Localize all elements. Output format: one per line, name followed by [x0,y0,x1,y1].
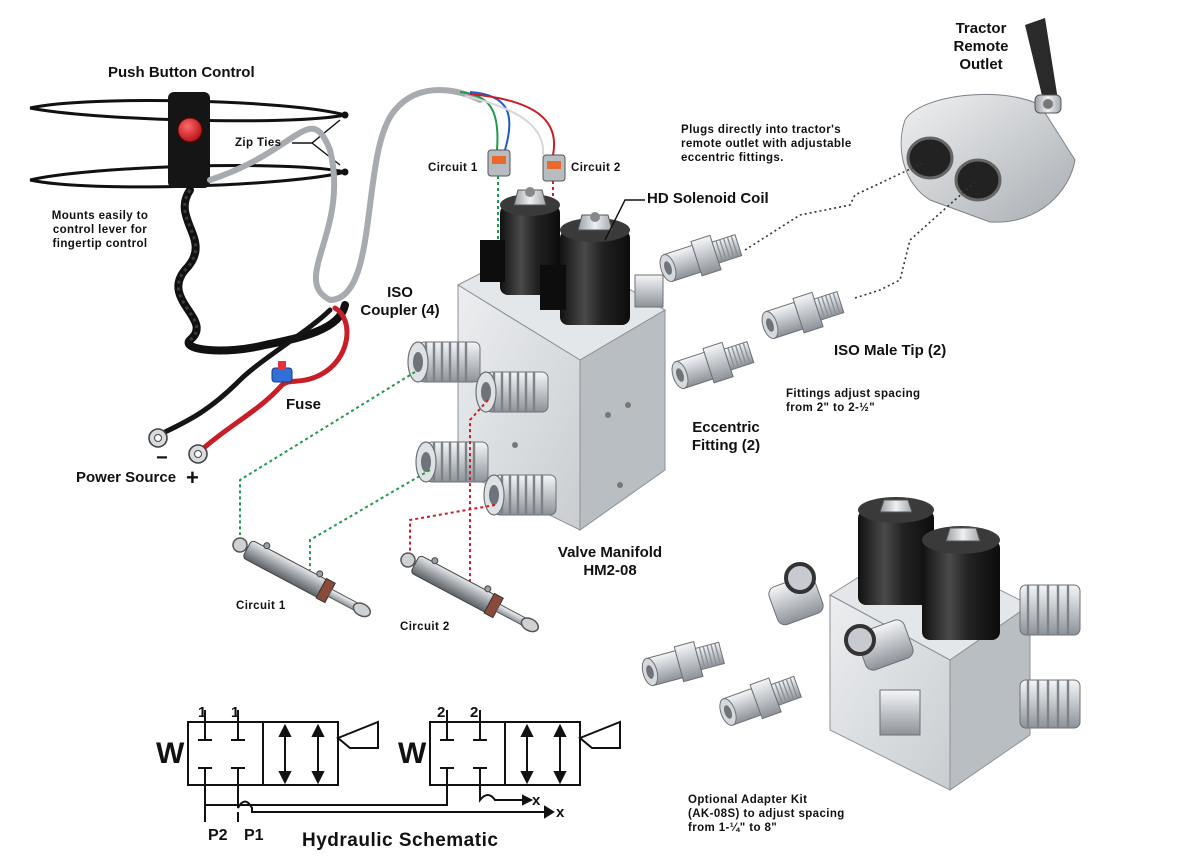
iso-male-tip-1 [655,227,745,288]
plugs-note: Plugs directly into tractor's remote out… [681,124,852,164]
coiled-cord [174,186,349,355]
tractor-remote-outlet [900,18,1076,223]
power-wire-black [162,307,333,435]
push-button-control-assembly [29,87,483,464]
schematic-port-2b: 2 [470,704,479,721]
adapter-kit-assembly [637,497,1081,791]
power-wire-red [202,305,350,450]
schematic-w2: W [398,737,427,770]
iso-coupler-label: ISO Coupler (4) [360,284,440,319]
hose-dotted-lines [239,371,496,590]
hydraulic-schematic [187,710,621,822]
zip-ties-label: Zip Ties [235,137,282,149]
push-button-control-label: Push Button Control [108,64,255,81]
adapter-tip-1 [637,634,727,692]
fuse-icon [271,361,293,383]
schematic-port-1a: 1 [198,704,207,721]
adapter-kit-note: Optional Adapter Kit (AK-08S) to adjust … [688,794,845,834]
power-source-label: Power Source [76,469,177,486]
schematic-port-1b: 1 [231,704,240,721]
iso-coupler-3 [414,440,490,484]
schematic-p2: P2 [208,827,228,844]
tractor-lever [1025,18,1062,114]
eccentric-fitting-1 [667,334,757,395]
adapter-elbow-1 [768,562,824,626]
valve-manifold-label: Valve Manifold HM2-08 [557,544,663,579]
schematic-p1: P1 [244,827,264,844]
schematic-w1: W [156,737,185,770]
iso-male-tip-label: ISO Male Tip (2) [834,342,947,359]
iso-coupler-1 [406,340,482,384]
outlet-dotted-lines [744,161,976,299]
mounts-note: Mounts easily to control lever for finge… [51,210,149,250]
schematic-x1: x [532,792,541,809]
fittings-note: Fittings adjust spacing from 2" to 2-½" [786,388,921,414]
hd-solenoid-leader [604,199,645,241]
adapter-elbow-2 [844,619,914,671]
ring-terminal-negative [148,428,168,448]
schematic-lines [204,785,555,822]
iso-coupler-2 [474,370,550,414]
cylinder-circuit1-label: Circuit 1 [236,600,286,612]
valve-symbol-2 [429,710,621,786]
tractor-remote-outlet-label: Tractor Remote Outlet [953,20,1009,73]
schematic-x2: x [556,804,565,821]
power-plus-label: + [186,465,199,490]
push-button-red[interactable] [177,117,203,143]
power-minus-label: − [156,447,168,469]
cylinder-circuit2-label: Circuit 2 [400,621,450,633]
iso-male-tip-2 [757,284,847,345]
eccentric-fitting-label: Eccentric Fitting (2) [691,419,761,454]
gray-cable [207,87,483,304]
circuit2-connector-label: Circuit 2 [571,162,621,174]
adapter-tip-2 [714,669,805,733]
ring-terminal-positive [188,444,208,464]
circuit1-connector-label: Circuit 1 [428,162,478,174]
iso-coupler-4 [482,473,558,517]
schematic-port-2a: 2 [437,704,446,721]
valve-symbol-1 [187,710,379,786]
hd-solenoid-coil-label: HD Solenoid Coil [647,190,769,207]
hydraulic-schematic-title: Hydraulic Schematic [302,830,499,851]
fuse-label: Fuse [286,396,322,413]
